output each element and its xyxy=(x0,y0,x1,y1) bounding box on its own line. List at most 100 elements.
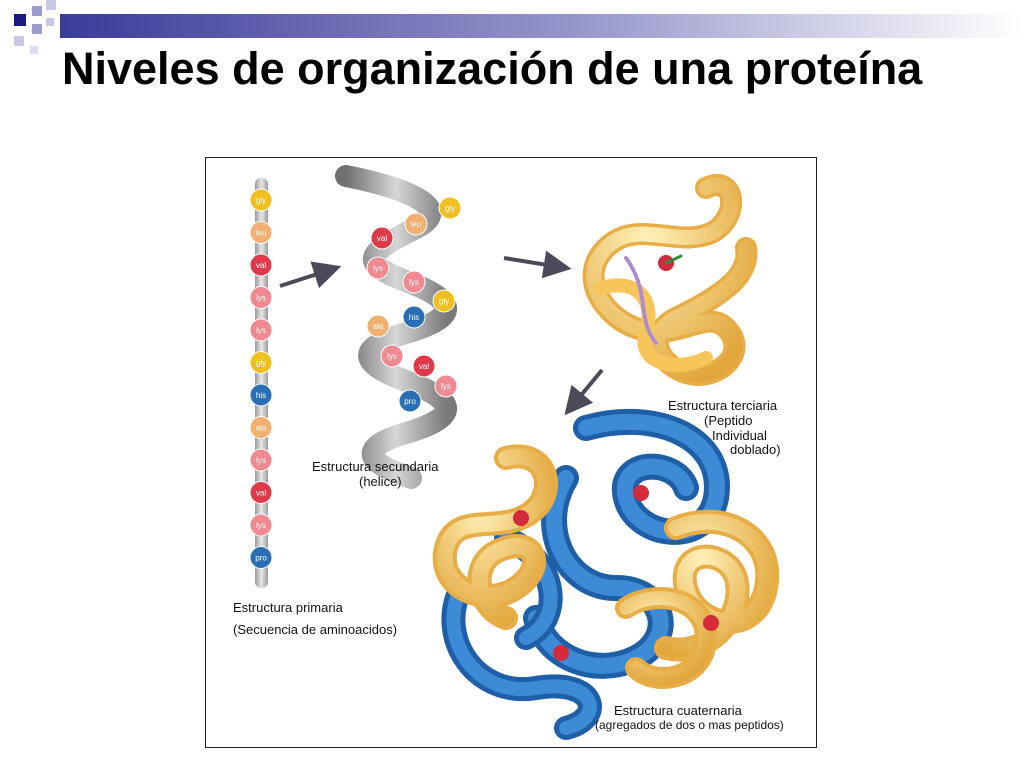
residue-label: pro xyxy=(404,397,416,406)
secondary-residue-bead: leu xyxy=(404,212,428,236)
residue-bead-shape xyxy=(249,188,273,212)
primary-residue-bead: gly xyxy=(249,188,273,212)
protein-structure-figure: gly leu val lys lys gly his ala lys val lys pro gly… xyxy=(205,157,817,748)
residue-label: lys xyxy=(256,326,266,335)
tertiary-structure xyxy=(582,174,758,386)
figure-canvas: gly leu val lys lys gly his ala lys val lys pro gly… xyxy=(233,165,784,740)
secondary-residue-bead: lys xyxy=(366,256,390,280)
quaternary-label: Estructura cuaternaria xyxy=(614,703,743,718)
residue-bead-shape xyxy=(249,221,273,244)
residue-label: lys xyxy=(256,294,266,303)
primary-residue-bead: ala xyxy=(249,416,273,439)
primary-residue-bead: lys xyxy=(249,286,273,309)
residue-label: ala xyxy=(256,424,267,433)
residue-bead-shape xyxy=(249,351,273,374)
heme-group-icon xyxy=(553,645,569,661)
residue-label: lys xyxy=(387,352,397,361)
primary-residue-beads: gly leu val lys lys gly his ala lys val lys pro xyxy=(249,188,273,569)
primary-residue-bead: val xyxy=(249,481,273,504)
secondary-residue-bead: gly xyxy=(432,289,456,313)
residue-bead-shape xyxy=(438,196,462,220)
residue-label: leu xyxy=(256,229,267,238)
secondary-residue-bead: lys xyxy=(402,270,426,294)
secondary-residue-bead: ala xyxy=(366,314,390,338)
residue-bead-shape xyxy=(249,416,273,439)
heme-group-icon xyxy=(513,510,529,526)
residue-bead-shape xyxy=(380,344,404,368)
residue-bead-shape xyxy=(249,481,273,504)
residue-label: lys xyxy=(409,278,419,287)
residue-label: lys xyxy=(256,456,266,465)
corner-decoration xyxy=(14,0,56,54)
primary-residue-bead: lys xyxy=(249,448,273,472)
secondary-residue-bead: pro xyxy=(398,389,422,413)
primary-residue-bead: lys xyxy=(249,318,273,342)
helix-ribbon xyxy=(335,165,457,489)
residue-label: val xyxy=(256,489,266,498)
secondary-residue-bead: lys xyxy=(380,344,404,368)
residue-label: lys xyxy=(256,521,266,530)
residue-bead-shape xyxy=(249,383,273,407)
secondary-residue-bead: gly xyxy=(438,196,462,220)
primary-residue-bead: lys xyxy=(249,513,273,537)
residue-label: ala xyxy=(373,322,384,331)
residue-bead-shape xyxy=(249,546,273,569)
title-gradient-bar xyxy=(60,14,1024,38)
residue-bead-shape xyxy=(366,256,390,280)
residue-bead-shape xyxy=(249,448,273,472)
residue-bead-shape xyxy=(366,314,390,338)
secondary-sublabel: (helice) xyxy=(359,474,402,489)
secondary-structure: gly leu val lys lys gly his ala lys val lys pro xyxy=(335,165,462,489)
residue-label: lys xyxy=(373,264,383,273)
heme-group-icon xyxy=(633,485,649,501)
arrow-primary-to-secondary xyxy=(279,261,342,289)
tertiary-sublabel-2: Individual xyxy=(712,428,767,443)
residue-label: lys xyxy=(441,382,451,391)
residue-bead-shape xyxy=(402,270,426,294)
page-title: Niveles de organización de una proteína xyxy=(62,43,923,94)
primary-residue-bead: gly xyxy=(249,351,273,374)
residue-bead-shape xyxy=(404,212,428,236)
residue-bead-shape xyxy=(249,253,273,277)
residue-bead-shape xyxy=(370,226,394,250)
tertiary-sublabel-3: doblado) xyxy=(730,442,781,457)
heme-group-icon xyxy=(703,615,719,631)
residue-label: val xyxy=(256,261,266,270)
tertiary-label: Estructura terciaria xyxy=(668,398,778,413)
primary-residue-bead: his xyxy=(249,383,273,407)
residue-label: val xyxy=(377,234,387,243)
residue-label: val xyxy=(419,362,429,371)
residue-bead-shape xyxy=(398,389,422,413)
secondary-residue-bead: val xyxy=(412,354,436,378)
residue-label: his xyxy=(256,391,266,400)
primary-label: Estructura primaria xyxy=(233,600,344,615)
residue-label: pro xyxy=(255,554,267,563)
arrow-secondary-to-tertiary xyxy=(503,250,572,279)
residue-bead-shape xyxy=(402,305,426,329)
residue-label: gly xyxy=(256,196,266,205)
residue-bead-shape xyxy=(432,289,456,313)
residue-label: gly xyxy=(256,359,266,368)
secondary-label: Estructura secundaria xyxy=(312,459,439,474)
secondary-residue-bead: val xyxy=(370,226,394,250)
residue-bead-shape xyxy=(412,354,436,378)
residue-label: gly xyxy=(445,204,455,213)
primary-residue-bead: leu xyxy=(249,221,273,244)
residue-label: his xyxy=(409,313,419,322)
residue-bead-shape xyxy=(434,374,458,398)
primary-sublabel: (Secuencia de aminoacidos) xyxy=(233,622,397,637)
primary-residue-bead: val xyxy=(249,253,273,277)
residue-label: leu xyxy=(411,220,422,229)
secondary-residue-beads: gly leu val lys lys gly his ala lys val lys pro xyxy=(366,196,462,413)
primary-structure: gly leu val lys lys gly his ala lys val lys pro xyxy=(249,178,273,588)
secondary-residue-bead: lys xyxy=(434,374,458,398)
residue-bead-shape xyxy=(249,286,273,309)
tertiary-sublabel-1: (Peptido xyxy=(704,413,752,428)
residue-label: gly xyxy=(439,297,449,306)
quaternary-sublabel: (agregados de dos o mas peptidos) xyxy=(595,718,784,732)
quaternary-structure xyxy=(432,408,780,740)
residue-bead-shape xyxy=(249,513,273,537)
primary-residue-bead: pro xyxy=(249,546,273,569)
arrow-tertiary-to-quaternary xyxy=(564,368,604,416)
secondary-residue-bead: his xyxy=(402,305,426,329)
